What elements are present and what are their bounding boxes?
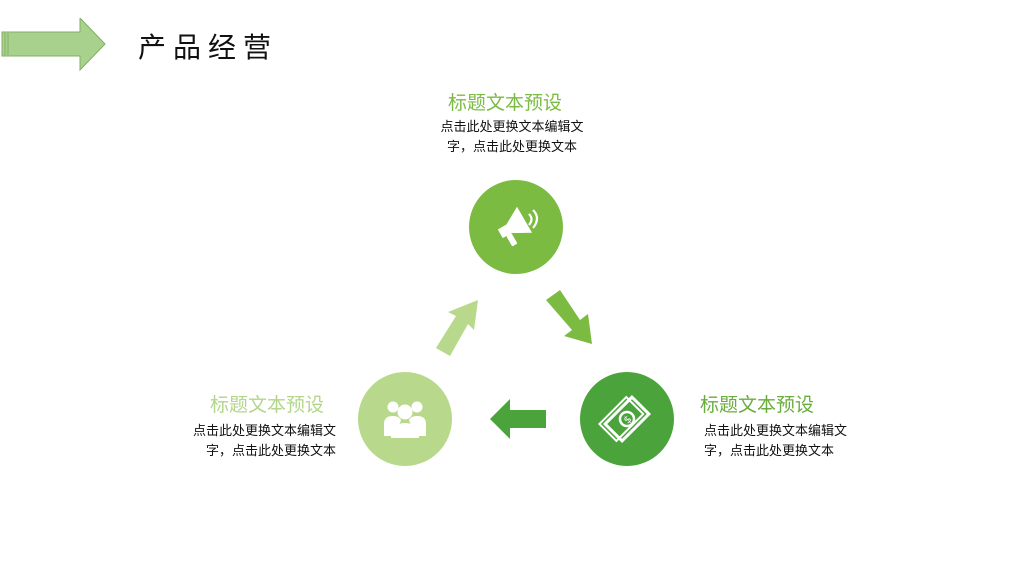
arrow-top-to-right-icon <box>546 290 592 344</box>
node-circle-top <box>469 180 563 274</box>
node-body-right: 点击此处更换文本编辑文字，点击此处更换文本 <box>704 424 848 459</box>
node-title-left: 标题文本预设 <box>210 394 325 416</box>
node-circle-left <box>358 372 452 466</box>
users-icon <box>384 401 426 438</box>
node-title-right: 标题文本预设 <box>700 394 815 416</box>
node-body-top: 点击此处更换文本编辑文字，点击此处更换文本 <box>440 120 584 155</box>
arrow-left-to-top-icon <box>436 300 478 356</box>
money-icon: $ <box>598 394 652 444</box>
arrow-right-to-left-icon <box>490 399 546 439</box>
node-body-left: 点击此处更换文本编辑文字，点击此处更换文本 <box>192 424 336 459</box>
megaphone-icon <box>497 206 539 247</box>
header-arrow-icon <box>1 18 106 72</box>
node-title-top: 标题文本预设 <box>448 92 563 114</box>
node-circle-right: $ <box>580 372 674 466</box>
page-title: 产品经营 <box>138 31 279 64</box>
